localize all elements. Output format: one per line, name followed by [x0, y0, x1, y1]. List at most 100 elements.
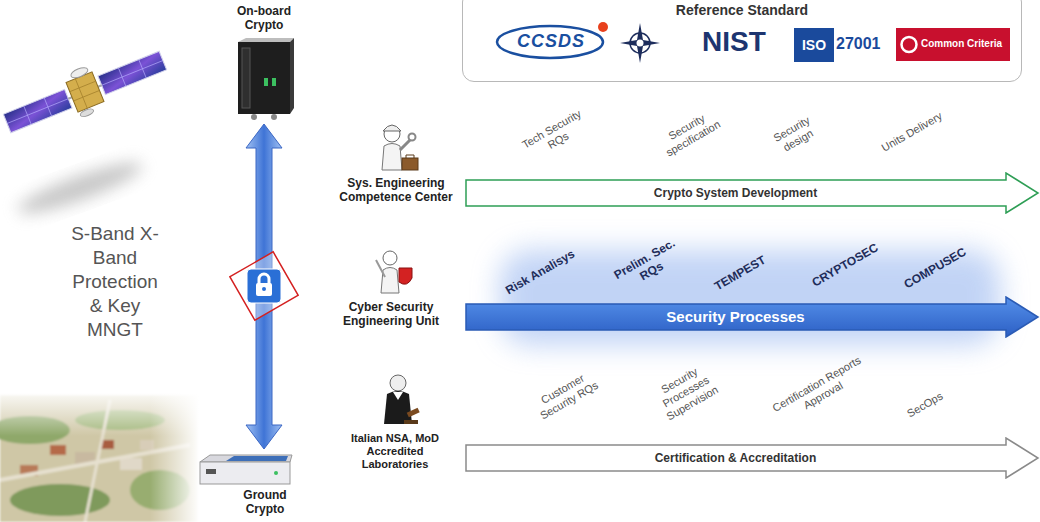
engineer-figure — [406, 155, 414, 158]
judge-figure — [384, 375, 420, 424]
arrow-shape — [466, 297, 1038, 337]
ground-station-illustration — [50, 445, 66, 455]
engineer-figure — [382, 144, 402, 171]
engineer-figure — [383, 125, 401, 131]
step-label: Customer Security RQs — [528, 366, 603, 425]
judge-figure — [407, 408, 420, 418]
crypto-device-illustration — [206, 469, 216, 474]
engineer-figure — [409, 134, 416, 141]
engineer-figure — [382, 125, 418, 170]
arrow-label: Crypto System Development — [465, 172, 1006, 214]
satellite-illustration — [0, 38, 171, 222]
satellite-illustration — [3, 89, 72, 132]
crypto-device-illustration — [242, 48, 250, 108]
actor-name: Cyber Security Engineering Unit — [332, 300, 450, 328]
onboard-crypto-unit: On-board Crypto — [224, 4, 304, 120]
ground-station-illustration — [120, 458, 142, 470]
actor-name: Sys. Engineering Competence Center — [331, 176, 461, 204]
box-title: Reference Standard — [463, 0, 1021, 18]
standards-logos — [637, 40, 644, 47]
ground-station-illustration — [10, 484, 110, 516]
crypto-device-illustration — [226, 456, 288, 461]
ground-crypto-unit: Ground Crypto — [196, 452, 296, 520]
standards-logos — [497, 26, 603, 58]
crypto-device-illustration — [200, 455, 292, 462]
development-arrow: Crypto System Development — [465, 172, 1040, 214]
unit-caption: Ground Crypto — [230, 488, 300, 516]
satellite-illustration — [66, 72, 104, 112]
satellite-illustration — [0, 38, 171, 145]
standards-logos — [620, 23, 660, 63]
standards-logos — [896, 28, 1010, 61]
satellite-illustration — [98, 51, 167, 94]
ground-station-illustration — [150, 388, 200, 522]
process-step-label: TEMPEST — [702, 247, 778, 299]
satellite-illustration — [66, 72, 104, 112]
side-caption: S-Band X-Band Protection & Key MNGT — [65, 222, 165, 342]
process-arrow: Security Processes — [465, 296, 1040, 338]
lock-icon — [230, 252, 298, 320]
standards-logos — [794, 28, 834, 62]
logo-text: Common Criteria — [921, 38, 1009, 50]
ground-station-illustration — [0, 388, 200, 522]
certification-arrow: Certification & Accreditation — [465, 437, 1040, 479]
standards-logos — [902, 37, 917, 52]
satellite-illustration — [70, 66, 90, 80]
arrow-label: Security Processes — [465, 296, 1006, 338]
crypto-device-illustration — [238, 42, 290, 114]
logo-text: ISO — [794, 37, 834, 53]
engineer-figure — [384, 126, 400, 142]
lock-icon — [230, 252, 298, 320]
crypto-device-illustration — [238, 38, 294, 42]
process-step-label: Risk Analisys — [493, 241, 587, 303]
process-step-label: COMPUSEC — [893, 239, 978, 296]
judge-figure — [404, 420, 418, 424]
judge-figure — [393, 392, 403, 400]
security-figure — [376, 251, 412, 293]
logo-text: CCSDS — [512, 31, 590, 52]
security-figure — [381, 268, 399, 294]
crypto-device-illustration — [251, 114, 257, 120]
satellite-illustration — [98, 51, 167, 94]
unit-caption: On-board Crypto — [224, 4, 304, 32]
lock-icon — [259, 274, 269, 284]
security-figure — [376, 260, 385, 277]
crypto-device-illustration — [271, 114, 277, 120]
lock-icon — [262, 287, 266, 291]
satellite-illustration — [3, 89, 72, 132]
double-arrow-connector — [246, 124, 282, 449]
crypto-device-illustration — [196, 452, 296, 488]
arrow-label: Certification & Accreditation — [465, 437, 1006, 479]
step-label: Units Delivery — [870, 104, 954, 160]
standards-logos — [620, 23, 660, 63]
satellite-illustration — [79, 107, 94, 118]
lock-icon — [247, 269, 281, 303]
standards-logos — [598, 22, 608, 32]
engineer-figure — [402, 158, 418, 170]
process-step-label: Prelim. Sec. RQs — [609, 234, 688, 296]
engineer-figure — [400, 140, 410, 150]
crypto-device-illustration — [274, 471, 278, 475]
crypto-device-illustration — [264, 78, 268, 86]
actor-name: Italian NSA, MoD Accredited Laboratories — [343, 432, 447, 471]
step-label: Security Processes Supervision — [646, 358, 726, 427]
step-label: Security design — [763, 109, 828, 162]
step-label: Certification Reports Approval — [770, 354, 870, 427]
crypto-device-illustration — [200, 462, 290, 484]
security-figure — [383, 251, 397, 265]
security-figure — [399, 268, 412, 284]
lock-icon — [256, 283, 272, 296]
step-label: Security specification — [652, 104, 727, 163]
arrow-shape — [466, 438, 1038, 478]
logo-text: NIST — [694, 26, 774, 58]
crypto-device-illustration — [224, 38, 304, 120]
crypto-device-illustration — [272, 78, 276, 86]
arrow-shape — [466, 173, 1038, 213]
process-step-label: CRYPTOSEC — [803, 236, 888, 293]
step-label: Tech Security RQs — [514, 104, 596, 167]
judge-figure — [390, 375, 406, 391]
satellite-illustration — [14, 154, 146, 222]
